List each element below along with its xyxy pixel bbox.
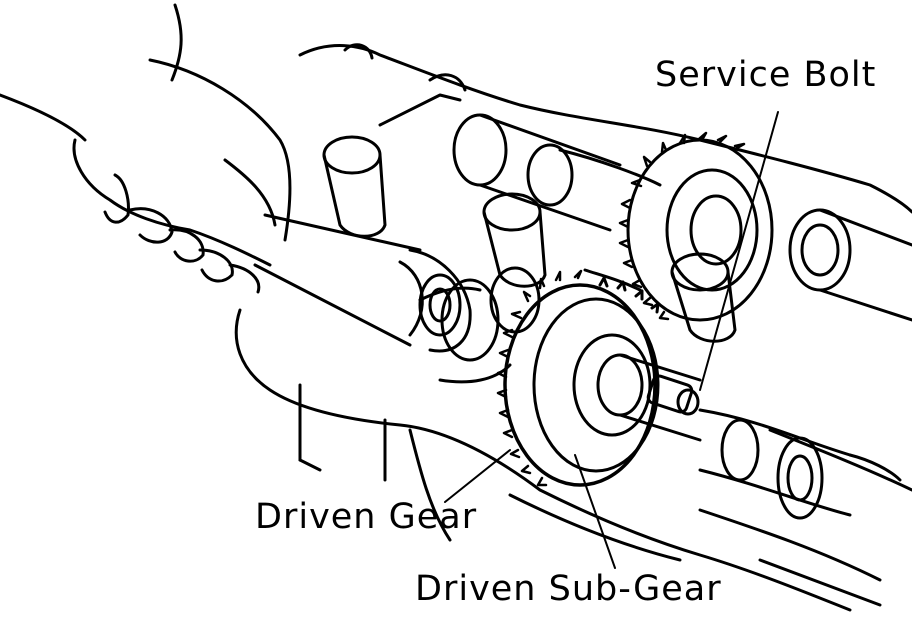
hand-illustration	[0, 3, 292, 294]
leader-lines	[444, 111, 779, 569]
service-bolt-leader	[699, 111, 779, 391]
driven-gear-leader	[444, 449, 511, 503]
driven-sub-gear-leader	[574, 454, 616, 569]
driven-gear-label: Driven Gear	[255, 497, 478, 537]
service-bolt-label: Service Bolt	[655, 55, 877, 95]
driven-sub-gear-label: Driven Sub-Gear	[415, 569, 722, 609]
driven-gear-assembly	[496, 268, 702, 487]
upper-camshaft	[452, 113, 912, 322]
lower-camshaft	[698, 408, 902, 520]
cylinder-head-outline	[234, 44, 912, 612]
upper-camshaft-gear	[618, 131, 774, 322]
lower-cam-lobes	[418, 266, 541, 384]
